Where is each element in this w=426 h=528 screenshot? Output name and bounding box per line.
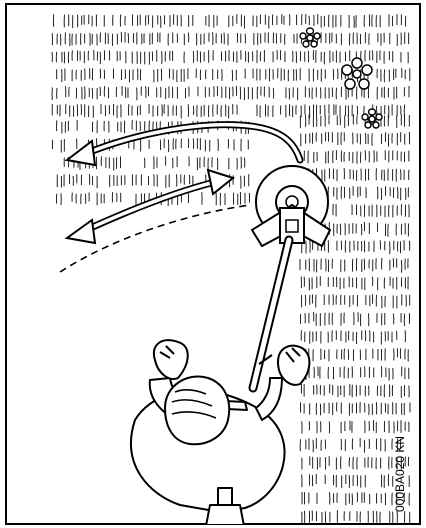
flower-icon [296, 26, 324, 50]
flower-icon [358, 106, 386, 132]
flower-icon [338, 55, 376, 93]
figure-code-label: 000BA020 KN [392, 382, 408, 512]
